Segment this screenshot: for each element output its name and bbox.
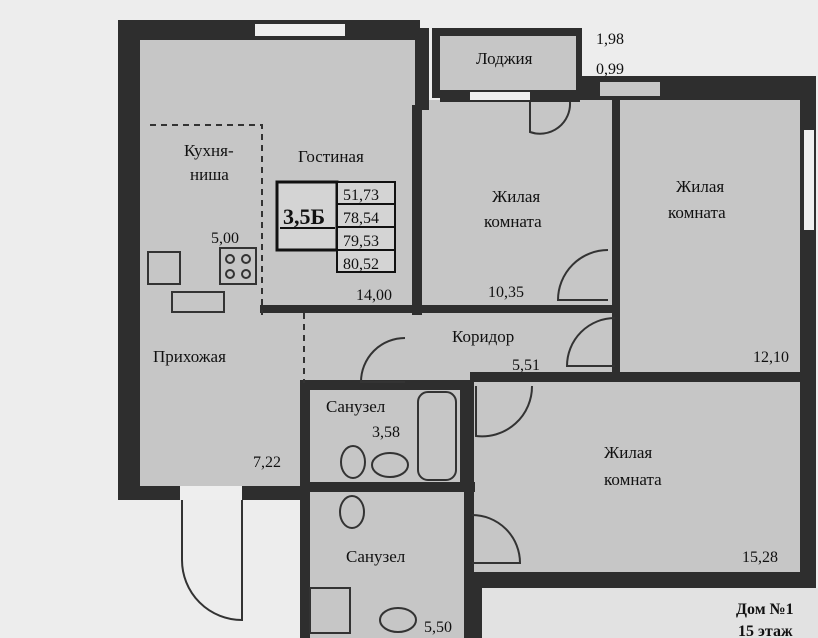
bedroom-1-label: Жилая [492, 187, 540, 206]
shower-icon [309, 587, 351, 634]
toilet-icon [339, 495, 365, 529]
bedroom-1 [420, 100, 615, 308]
dimension-bottom: 0,99 [596, 61, 624, 78]
bathtub-icon [417, 391, 457, 481]
area-living: 51,73 [343, 187, 379, 204]
bathroom-1-label: Санузел [326, 397, 386, 416]
loggia-label: Лоджия [476, 49, 533, 68]
door-swings [150, 101, 616, 622]
sink-icon [379, 607, 417, 633]
house-number: Дом №1 [736, 601, 794, 618]
bathroom-1 [308, 383, 466, 485]
bedroom-1-area: 10,35 [488, 284, 524, 301]
walls [118, 20, 816, 638]
bathroom-1-area: 3,58 [372, 424, 400, 441]
area-full: 80,52 [343, 256, 379, 273]
hallway-area: 7,22 [253, 454, 281, 471]
corridor-label: Коридор [452, 327, 514, 346]
living-label: Гостиная [298, 147, 364, 166]
kitchen-label-2: ниша [190, 165, 229, 184]
fixtures [147, 247, 457, 634]
kitchen-area: 5,00 [211, 230, 239, 247]
dimension-top: 1,98 [596, 31, 624, 48]
apartment-type: 3,5Б [283, 204, 325, 229]
area-with-loggia: 79,53 [343, 233, 379, 250]
corridor [300, 310, 620, 382]
bedroom-3-label-2: комната [604, 470, 662, 489]
living-area: 14,00 [356, 287, 392, 304]
hallway-label: Прихожая [153, 347, 226, 366]
hallway [132, 313, 304, 488]
toilet-icon [340, 445, 366, 479]
bedroom-3 [470, 380, 808, 578]
bedroom-3-area: 15,28 [742, 549, 778, 566]
bedroom-1-label-2: комната [484, 212, 542, 231]
sink-icon [371, 452, 409, 478]
stove-icon [219, 247, 257, 285]
area-total: 78,54 [343, 210, 379, 227]
bedroom-2 [618, 98, 806, 376]
bathroom-2 [305, 490, 467, 638]
apartment-info-box: 3,5Б 51,73 78,54 79,53 80,52 [275, 180, 396, 273]
bedroom-2-area: 12,10 [753, 349, 789, 366]
kitchen-label: Кухня- [184, 141, 234, 160]
bedroom-2-label: Жилая [676, 177, 724, 196]
loggia [440, 35, 580, 93]
sink-icon [147, 251, 181, 285]
floor-number: 15 этаж [738, 623, 793, 638]
bedroom-3-label: Жилая [604, 443, 652, 462]
common-area [482, 588, 818, 638]
bathroom-2-label: Санузел [346, 547, 406, 566]
bathroom-2-area: 5,50 [424, 619, 452, 636]
corridor-area: 5,51 [512, 357, 540, 374]
bedroom-2-label-2: комната [668, 203, 726, 222]
